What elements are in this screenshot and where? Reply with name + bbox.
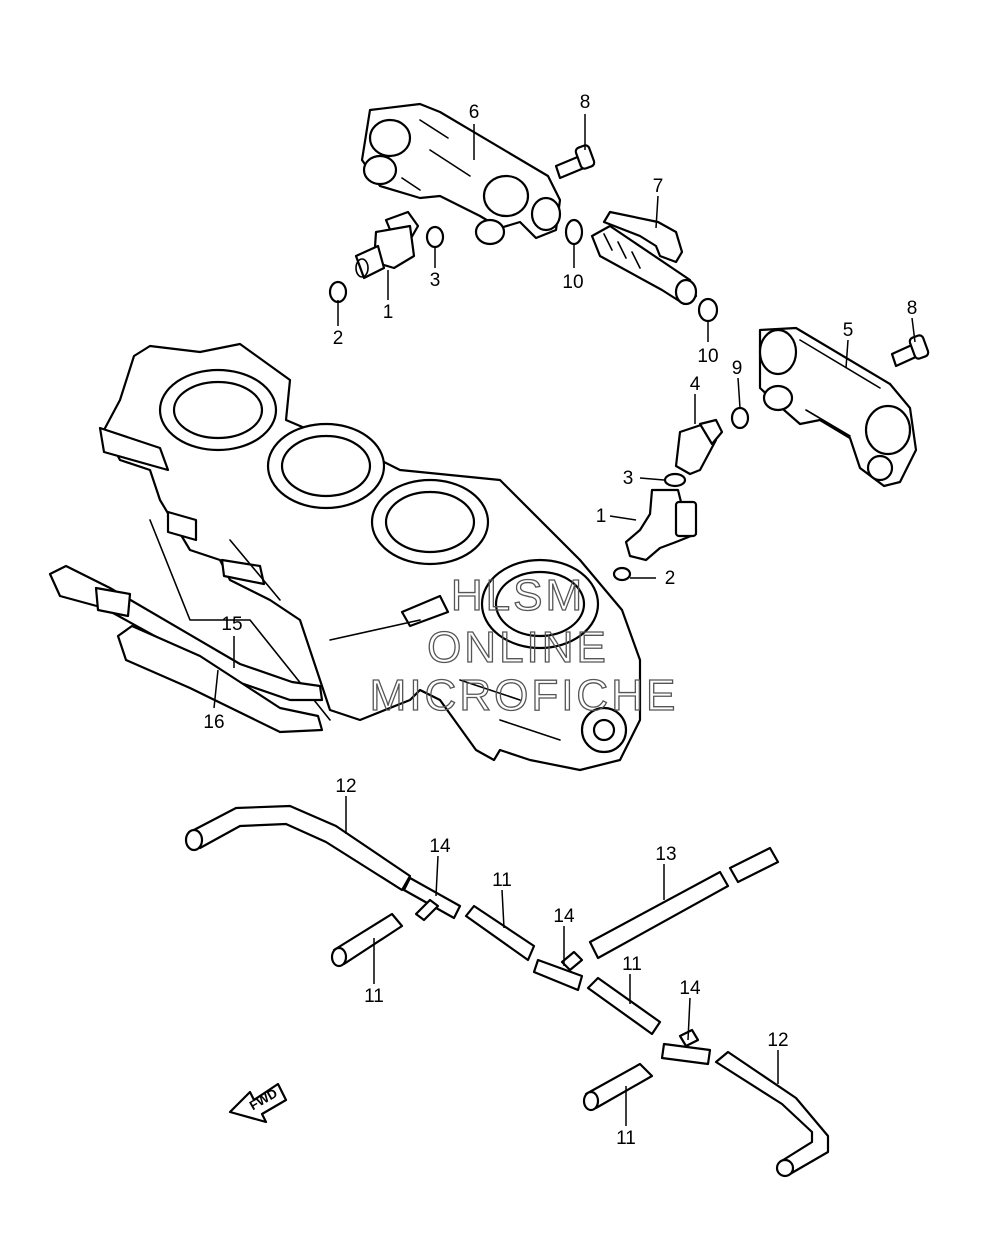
hose-11-left-lower[interactable] [330,912,404,968]
callout-2-upper[interactable]: 2 [333,328,344,349]
fuel-injector-1-upper[interactable] [354,210,420,280]
hose-16[interactable] [116,624,324,734]
callout-13[interactable]: 13 [655,844,676,865]
callout-5[interactable]: 5 [843,320,854,341]
tee-14-center[interactable] [532,950,584,992]
callout-11-left-lower[interactable]: 11 [364,986,384,1007]
callout-labels: 6 8 7 2 1 3 10 10 8 5 9 4 3 1 2 15 16 12… [203,92,917,1149]
watermark-line-3: MICROFICHE [370,671,679,720]
callout-7[interactable]: 7 [653,176,664,197]
o-ring-10-lower[interactable] [697,297,719,323]
callout-11-right-lower[interactable]: 11 [616,1128,636,1149]
fuel-delivery-pipe-lower[interactable] [758,326,918,488]
o-ring-3-lower[interactable] [663,472,687,488]
watermark: HLSM ONLINE MICROFICHE [369,570,679,720]
leader-lines [213,114,916,1126]
callout-15[interactable]: 15 [221,614,242,635]
callout-3-lower[interactable]: 3 [623,468,634,489]
o-ring-10-upper[interactable] [564,218,584,246]
tee-14-right[interactable] [660,1028,712,1066]
callout-1-lower[interactable]: 1 [596,506,607,527]
o-ring-3-upper[interactable] [425,225,445,249]
throttle-body-assembly[interactable] [98,342,642,772]
connector-pipe-7[interactable] [590,210,698,306]
callout-2-lower[interactable]: 2 [665,568,676,589]
seal-2-lower[interactable] [612,566,632,582]
hose-15[interactable] [48,564,324,702]
hose-12-right[interactable] [714,1050,830,1178]
injector-cap-4[interactable] [674,418,724,476]
hose-11-right-lower[interactable] [582,1062,654,1112]
hose-11-center-lower[interactable] [586,976,662,1036]
tee-14-left[interactable] [402,876,462,922]
callout-11-center-upper[interactable]: 11 [492,870,512,891]
hose-13[interactable] [588,846,780,960]
callout-8-upper[interactable]: 8 [580,92,591,113]
fuel-delivery-pipe-upper[interactable] [360,102,562,246]
callout-8-lower[interactable]: 8 [907,298,918,319]
callout-11-center-lower[interactable]: 11 [622,954,642,975]
callout-3-upper[interactable]: 3 [430,270,441,291]
callout-14-center[interactable]: 14 [553,906,575,927]
callout-9[interactable]: 9 [732,358,743,379]
seal-2-upper[interactable] [328,280,348,304]
callout-12-left[interactable]: 12 [335,776,356,797]
callout-6[interactable]: 6 [469,102,480,123]
callout-14-right[interactable]: 14 [679,978,701,999]
callout-10-lower[interactable]: 10 [697,346,718,367]
watermark-line-1: HLSM [451,571,585,620]
bolt-8-lower[interactable] [890,334,930,368]
callout-12-right[interactable]: 12 [767,1030,788,1051]
o-ring-9[interactable] [730,406,750,430]
fuel-injector-1-lower[interactable] [624,488,698,562]
callout-16[interactable]: 16 [203,712,224,733]
callout-1-upper[interactable]: 1 [383,302,394,323]
hose-11-center-upper[interactable] [464,904,536,962]
callout-10-upper[interactable]: 10 [562,272,583,293]
callout-14-left[interactable]: 14 [429,836,451,857]
watermark-line-2: ONLINE [427,623,609,672]
callout-4[interactable]: 4 [690,374,701,395]
hose-12-left[interactable] [184,804,412,892]
fwd-direction-arrow: FWD [228,1082,288,1124]
bolt-8-upper[interactable] [554,144,596,180]
